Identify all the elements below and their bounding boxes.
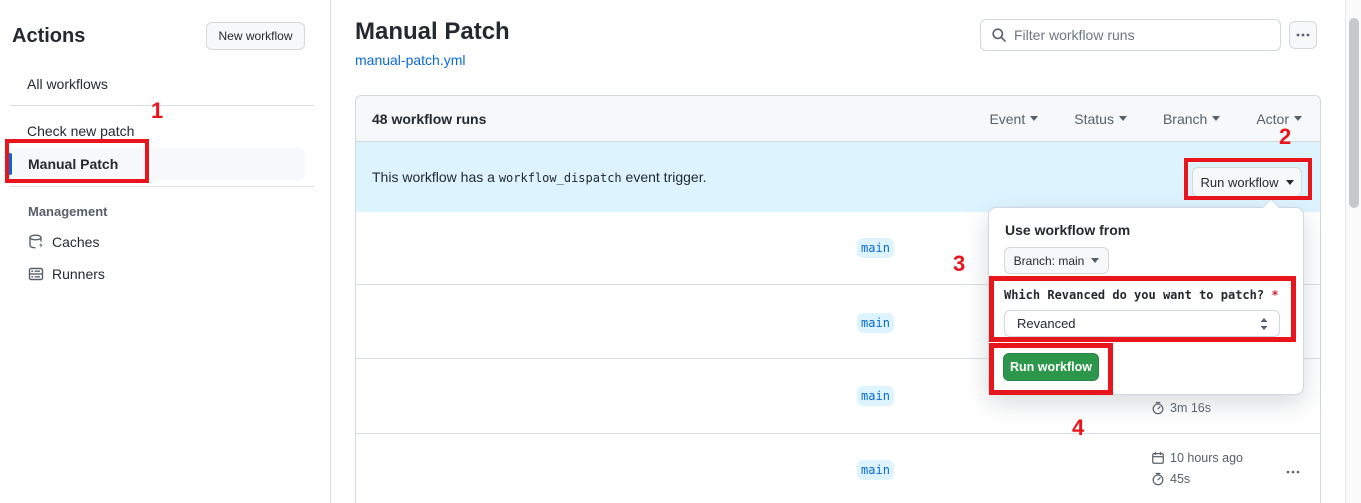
- banner-text-before: This workflow has a: [372, 169, 499, 185]
- select-value: Revanced: [1017, 316, 1076, 331]
- button-label: Branch: main: [1013, 253, 1085, 268]
- sidebar-item-label: Manual Patch: [28, 156, 119, 172]
- filter-actor-dropdown[interactable]: Actor: [1256, 111, 1302, 127]
- panel-caret: [1263, 200, 1279, 208]
- branch-badge[interactable]: main: [857, 386, 894, 406]
- revanced-select[interactable]: Revanced: [1004, 310, 1280, 337]
- annotation-number-4: 4: [1072, 415, 1085, 440]
- run-duration: 3m 16s: [1151, 401, 1211, 415]
- runs-list-header: 48 workflow runs Event Status Branch Act…: [356, 96, 1320, 142]
- page-title: Manual Patch: [355, 18, 510, 45]
- filter-label: Event: [989, 110, 1026, 127]
- workflow-run-row[interactable]: main 10 hours ago 45s: [356, 433, 1320, 503]
- calendar-icon: [1152, 451, 1164, 464]
- filter-label: Actor: [1256, 110, 1289, 127]
- run-duration: 45s: [1151, 472, 1190, 486]
- branch-badge[interactable]: main: [857, 313, 894, 333]
- chevron-down-icon: [1091, 258, 1100, 263]
- sidebar-item-label: Caches: [52, 234, 100, 250]
- workflow-dispatch-banner: This workflow has a workflow_dispatch ev…: [356, 142, 1320, 212]
- annotation-number-1: 1: [151, 98, 164, 123]
- updown-chevron-icon: [1260, 317, 1268, 330]
- sidebar-item-label: Runners: [52, 266, 105, 282]
- sidebar-title: Actions: [12, 25, 86, 47]
- sidebar-divider: [10, 186, 314, 187]
- workflow-file-link[interactable]: manual-patch.yml: [355, 52, 466, 68]
- filter-label: Status: [1074, 110, 1114, 127]
- sidebar-item-runners[interactable]: Runners: [28, 266, 105, 282]
- page-kebab-button[interactable]: [1289, 21, 1317, 49]
- run-workflow-submit-button[interactable]: Run workflow: [1003, 353, 1099, 381]
- stopwatch-icon: [1152, 401, 1164, 415]
- run-workflow-dispatch-panel: Use workflow from Branch: main Which Rev…: [988, 200, 1304, 395]
- filter-event-dropdown[interactable]: Event: [989, 110, 1039, 127]
- branch-badge[interactable]: main: [857, 460, 894, 480]
- sidebar-item-caches[interactable]: Caches: [28, 234, 99, 250]
- banner-code: workflow_dispatch: [498, 171, 622, 185]
- search-input[interactable]: [1014, 27, 1270, 43]
- sidebar-divider: [10, 105, 314, 106]
- management-section-title: Management: [28, 204, 108, 219]
- new-workflow-button[interactable]: New workflow: [206, 22, 305, 50]
- branch-badge[interactable]: main: [857, 238, 894, 258]
- duration-text: 3m 16s: [1170, 401, 1211, 415]
- chevron-down-icon: [1118, 116, 1127, 121]
- duration-text: 45s: [1170, 472, 1191, 486]
- run-kebab-button[interactable]: [1286, 462, 1300, 477]
- filter-runs-searchbox[interactable]: [980, 19, 1281, 51]
- panel-heading: Use workflow from: [1005, 222, 1131, 238]
- stopwatch-icon: [1152, 472, 1164, 486]
- sidebar-main-divider: [330, 0, 331, 503]
- run-timestamp: 10 hours ago: [1151, 451, 1243, 465]
- button-label: Run workflow: [1200, 174, 1279, 190]
- workflow-input-label: Which Revanced do you want to patch? *: [1004, 288, 1279, 302]
- server-icon: [28, 267, 44, 281]
- search-icon: [992, 28, 1006, 42]
- scrollbar[interactable]: [1345, 0, 1361, 503]
- filter-status-dropdown[interactable]: Status: [1074, 111, 1127, 127]
- cache-icon: [29, 234, 43, 249]
- runs-filters: Event Status Branch Actor: [989, 111, 1302, 127]
- chevron-down-icon: [1285, 179, 1294, 185]
- required-marker: *: [1271, 288, 1279, 302]
- run-workflow-dropdown-button[interactable]: Run workflow: [1192, 167, 1302, 197]
- sidebar-item-all-workflows[interactable]: All workflows: [27, 76, 108, 92]
- branch-select-button[interactable]: Branch: main: [1004, 247, 1109, 274]
- annotation-number-2: 2: [1279, 124, 1292, 149]
- kebab-horizontal-icon: [1296, 33, 1310, 37]
- filter-label: Branch: [1162, 110, 1208, 127]
- input-label-text: Which Revanced do you want to patch?: [1004, 288, 1265, 302]
- annotation-number-3: 3: [953, 251, 966, 276]
- sidebar-item-manual-patch[interactable]: Manual Patch: [8, 148, 305, 180]
- runs-count: 48 workflow runs: [372, 110, 487, 127]
- selected-indicator-bar: [8, 153, 12, 175]
- banner-text: This workflow has a workflow_dispatch ev…: [372, 169, 706, 185]
- banner-text-after: event trigger.: [621, 169, 707, 185]
- filter-branch-dropdown[interactable]: Branch: [1162, 110, 1221, 127]
- chevron-down-icon: [1294, 116, 1302, 121]
- kebab-horizontal-icon: [1286, 470, 1300, 474]
- scrollbar-thumb[interactable]: [1349, 18, 1359, 208]
- timestamp-text: 10 hours ago: [1170, 451, 1243, 465]
- chevron-down-icon: [1030, 116, 1039, 121]
- chevron-down-icon: [1212, 116, 1221, 121]
- sidebar-item-check-new-patch[interactable]: Check new patch: [27, 123, 135, 139]
- actions-sidebar: Actions New workflow All workflows Check…: [0, 0, 330, 503]
